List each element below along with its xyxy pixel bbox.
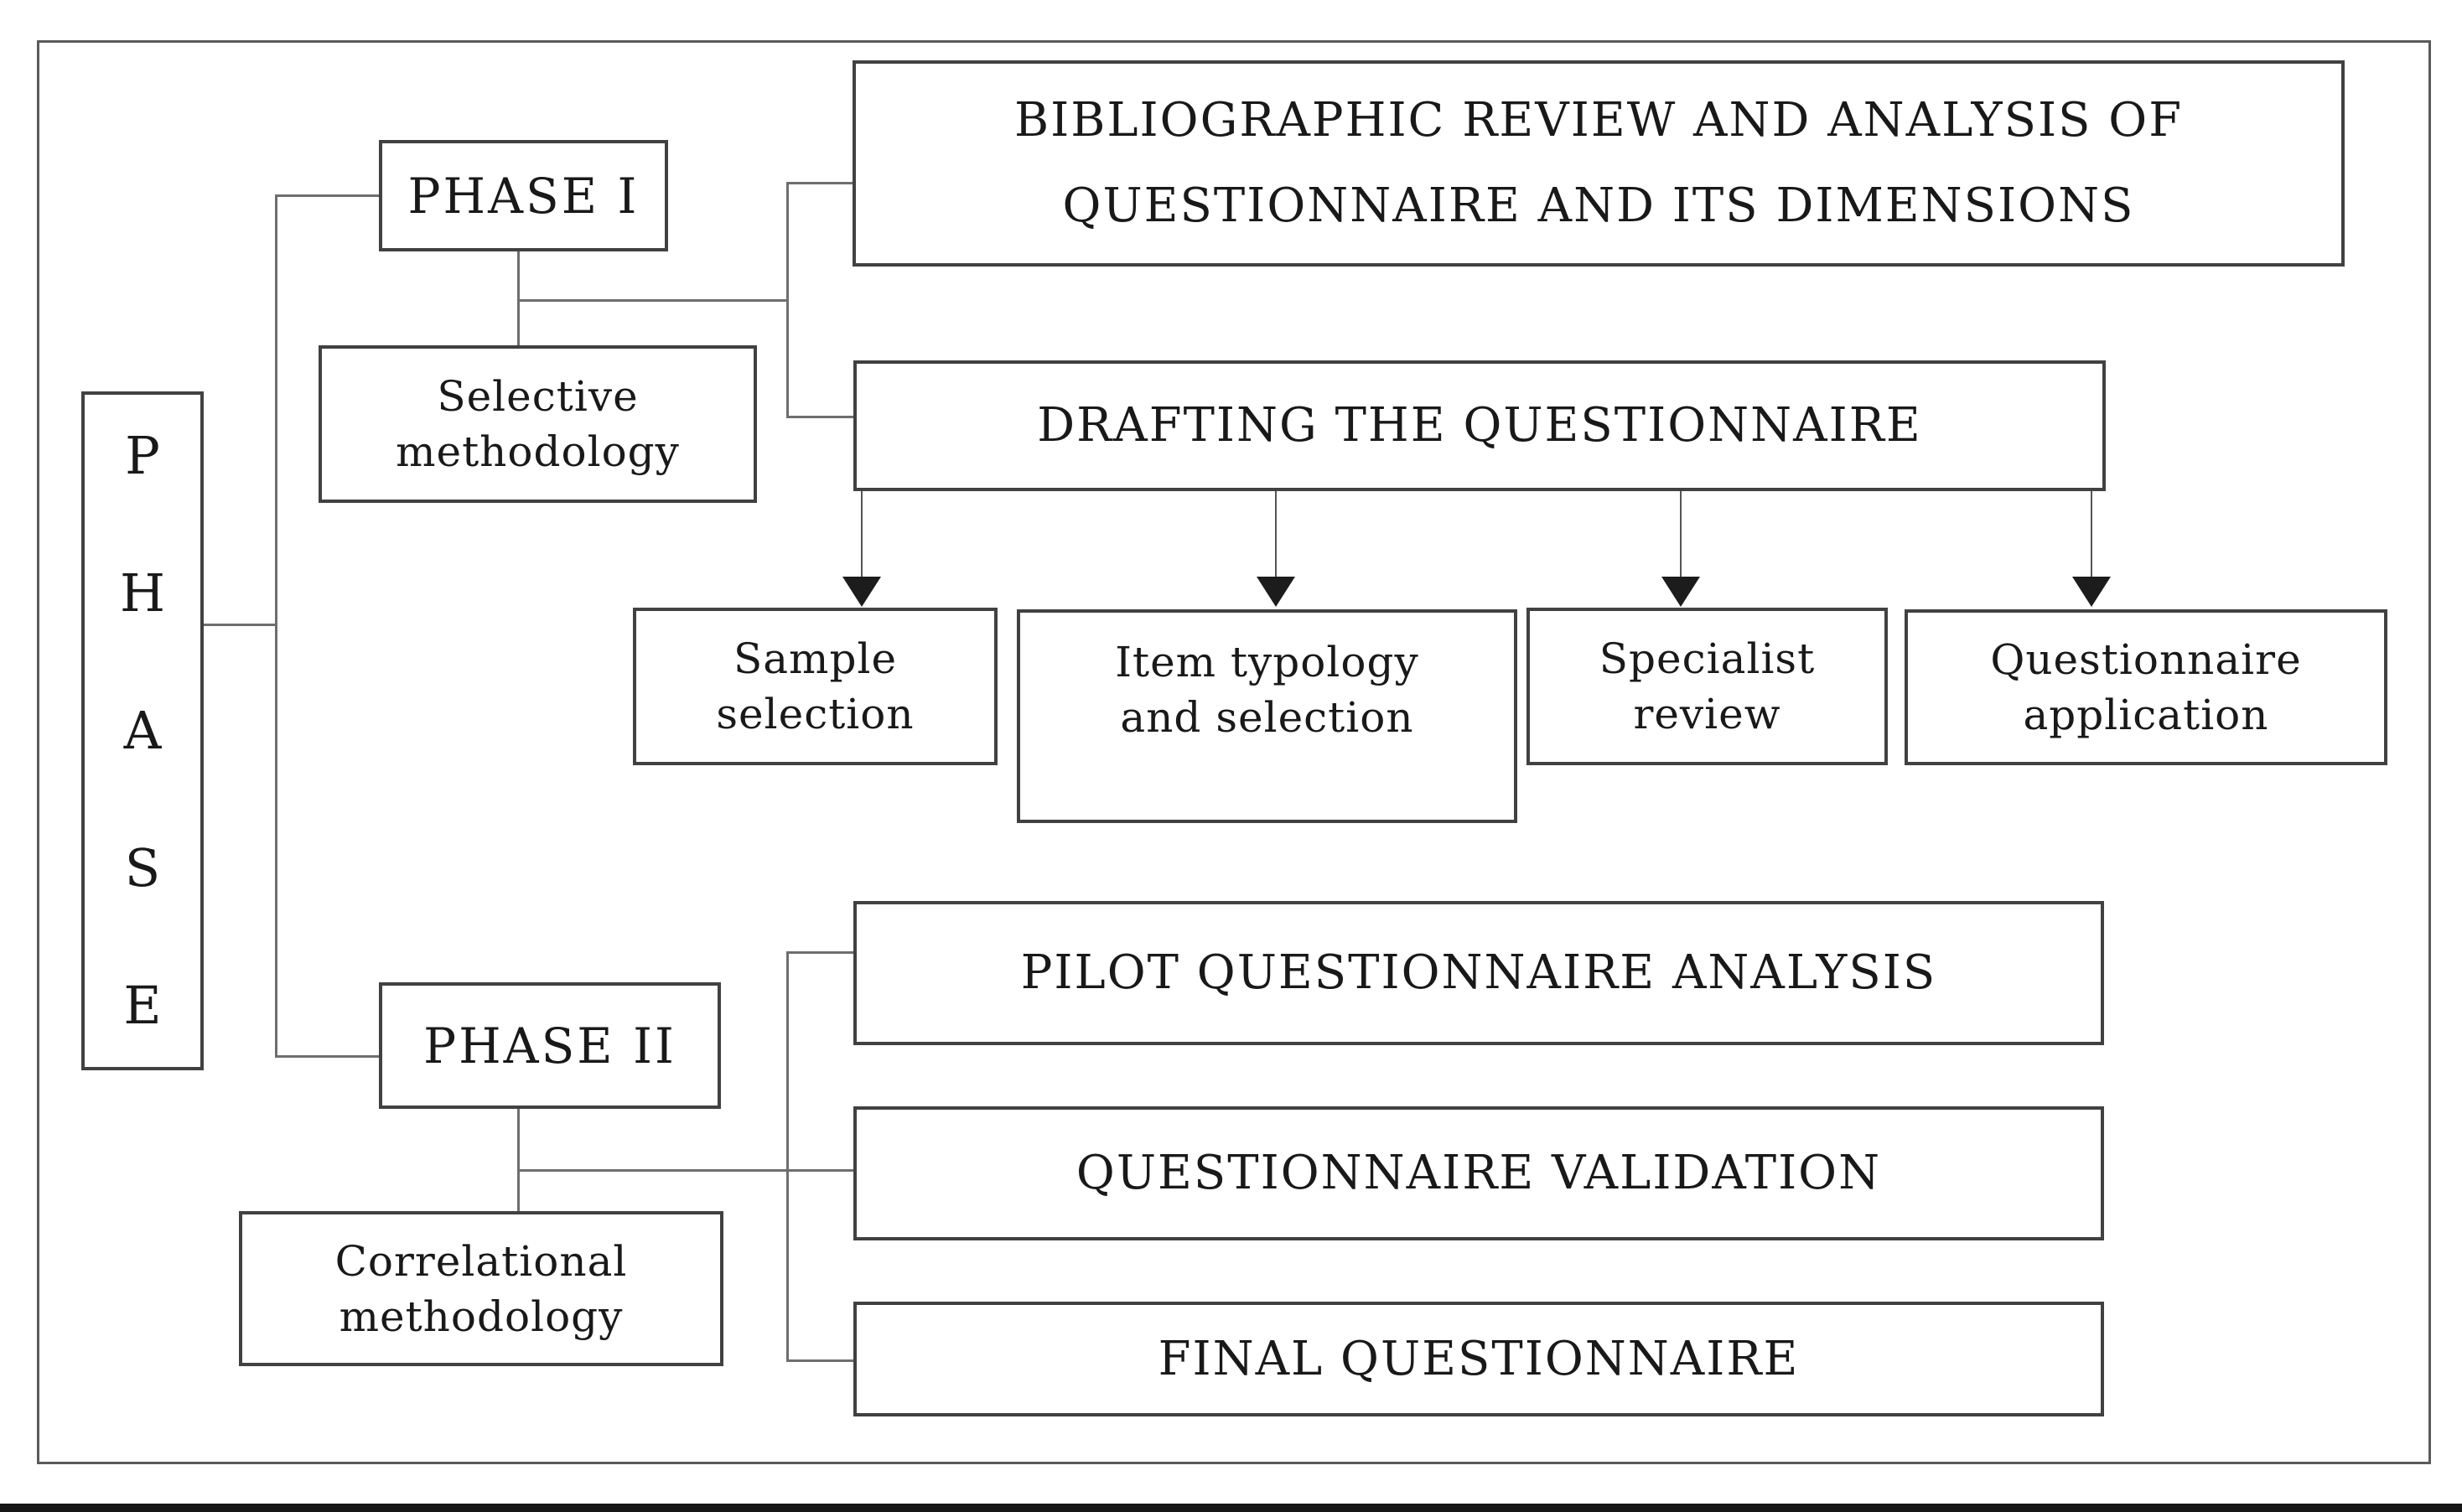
correlational-methodology-line: Correlational	[334, 1236, 628, 1286]
connector-to-drafting-box	[786, 416, 853, 418]
questionnaire-validation-label: QUESTIONNAIRE VALIDATION	[1076, 1146, 1882, 1200]
step-line: Sample	[733, 634, 898, 683]
connector-phase2-junction-vertical	[786, 951, 789, 1362]
connector-trunk-vertical	[275, 194, 277, 1058]
connector-phase2-to-correlational	[517, 1109, 520, 1211]
bibliographic-review-line: QUESTIONNAIRE AND ITS DIMENSIONS	[1062, 179, 2135, 233]
connector-phasecolumn-to-trunk	[204, 624, 275, 626]
step-box-specialist-review: Specialist review	[1526, 608, 1888, 765]
connector-trunk-to-phase1	[275, 194, 379, 197]
arrow-down-icon	[1661, 577, 1700, 607]
phase1-box: PHASE I	[379, 140, 668, 251]
phase-column-box: P H A S E	[81, 391, 204, 1070]
correlational-methodology-line: methodology	[339, 1292, 624, 1341]
phase-letter: P	[125, 425, 160, 486]
phase-letter: E	[123, 975, 162, 1036]
arrow-down-icon	[2072, 577, 2111, 607]
questionnaire-validation-box: QUESTIONNAIRE VALIDATION	[853, 1106, 2104, 1240]
phase2-box: PHASE II	[379, 982, 721, 1109]
step-box-sample-selection: Sample selection	[633, 608, 998, 765]
connector-to-pilot-box	[786, 951, 853, 954]
pilot-questionnaire-analysis-box: PILOT QUESTIONNAIRE ANALYSIS	[853, 901, 2104, 1045]
step-line: Item typology	[1115, 638, 1419, 686]
connector-phase1-branch-horizontal	[517, 299, 788, 302]
step-line: selection	[716, 690, 915, 738]
connector-trunk-to-phase2	[275, 1055, 379, 1058]
phase2-label: PHASE II	[423, 1017, 676, 1074]
arrow-stem-sample	[861, 491, 863, 578]
arrow-down-icon	[1257, 577, 1295, 607]
drafting-questionnaire-label: DRAFTING THE QUESTIONNAIRE	[1037, 398, 1922, 453]
arrow-stem-application	[2091, 491, 2092, 578]
final-questionnaire-label: FINAL QUESTIONNAIRE	[1158, 1331, 1800, 1386]
step-box-questionnaire-application: Questionnaire application	[1905, 609, 2387, 765]
step-box-item-typology: Item typology and selection	[1017, 609, 1517, 823]
bibliographic-review-line: BIBLIOGRAPHIC REVIEW AND ANALYSIS OF	[1013, 93, 2184, 148]
arrow-stem-item-typology	[1275, 491, 1277, 578]
correlational-methodology-box: Correlational methodology	[239, 1211, 723, 1366]
connector-phase2-branch-horizontal	[517, 1169, 853, 1172]
phase1-label: PHASE I	[407, 167, 640, 225]
step-line: application	[2023, 691, 2269, 739]
selective-methodology-box: Selective methodology	[319, 345, 757, 503]
arrow-stem-specialist	[1680, 491, 1682, 578]
step-line: Specialist	[1599, 634, 1816, 683]
pilot-questionnaire-analysis-label: PILOT QUESTIONNAIRE ANALYSIS	[1020, 945, 1937, 1000]
final-questionnaire-box: FINAL QUESTIONNAIRE	[853, 1302, 2104, 1416]
phase-letter: H	[119, 562, 166, 624]
step-line: Questionnaire	[1990, 635, 2302, 684]
connector-to-bibliographic-box	[786, 182, 853, 184]
step-line: review	[1633, 690, 1781, 738]
connector-phase1-to-selective	[517, 251, 520, 345]
bibliographic-review-box: BIBLIOGRAPHIC REVIEW AND ANALYSIS OF QUE…	[853, 60, 2345, 267]
phase-letter: S	[124, 837, 161, 898]
selective-methodology-line: methodology	[396, 427, 680, 476]
connector-phase1-junction-vertical	[786, 182, 789, 418]
selective-methodology-line: Selective	[437, 372, 639, 421]
phase-letter: A	[123, 700, 162, 761]
arrow-down-icon	[842, 577, 881, 607]
outer-frame	[37, 40, 2431, 1464]
step-line: and selection	[1120, 693, 1414, 742]
drafting-questionnaire-box: DRAFTING THE QUESTIONNAIRE	[853, 360, 2106, 491]
connector-to-final-box	[786, 1359, 853, 1362]
bottom-border-bar	[0, 1504, 2462, 1512]
